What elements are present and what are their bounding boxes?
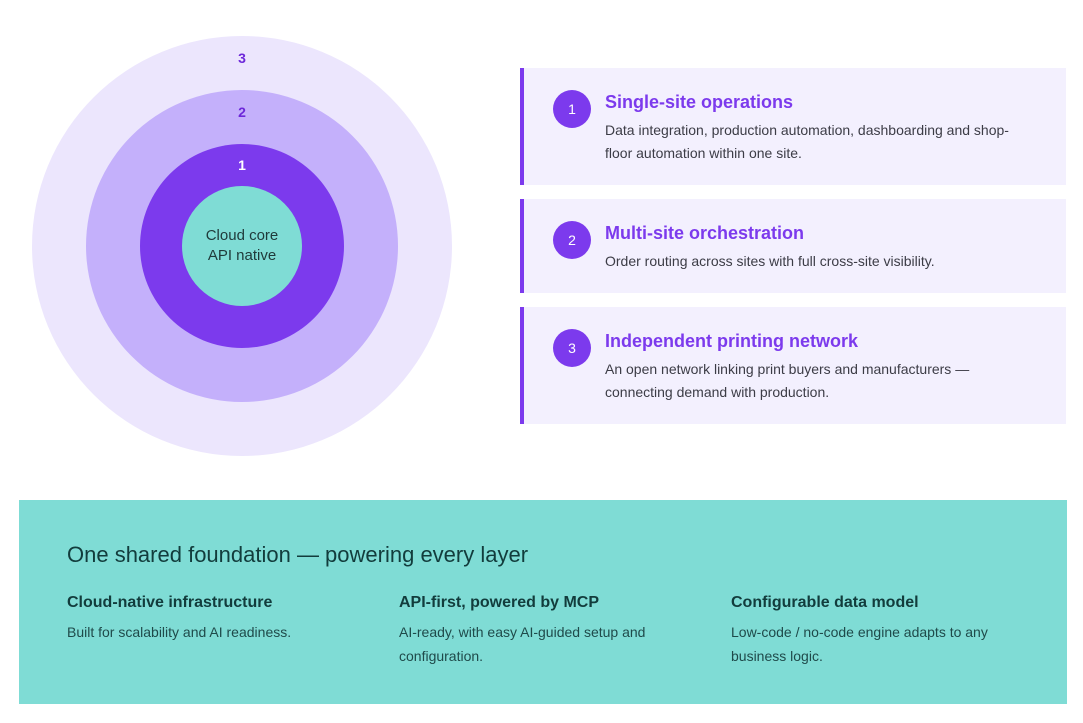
layer-card-single-site: 1 Single-site operations Data integratio… (520, 68, 1066, 185)
layer-card-multi-site: 2 Multi-site orchestration Order routing… (520, 199, 1066, 293)
pillar-cloud-native: Cloud-native infrastructure Built for sc… (67, 592, 357, 644)
ring-label-1: 1 (238, 157, 246, 173)
layer-title: Independent printing network (605, 331, 858, 351)
layer-number-badge: 2 (553, 221, 591, 259)
shared-foundation-panel: One shared foundation — powering every l… (19, 500, 1067, 704)
ring-label-2: 2 (238, 104, 246, 120)
layer-rings-diagram: Cloud core API native 3 2 1 (32, 36, 452, 456)
layer-title: Single-site operations (605, 92, 794, 112)
layer-description: Data integration, production automation,… (605, 122, 1009, 161)
ring-label-3: 3 (238, 50, 246, 66)
pillar-description: Built for scalability and AI readiness. (67, 624, 292, 640)
core-label-line-1: Cloud core (205, 227, 279, 244)
layer-card-printing-network: 3 Independent printing network An open n… (520, 307, 1066, 424)
pillar-title: Cloud-native infrastructure (67, 594, 273, 611)
layer-title: Multi-site orchestration (605, 223, 805, 243)
core-label-line-2: API native (207, 247, 277, 264)
layer-number-badge: 3 (553, 329, 591, 367)
pillar-description: Low-code / no-code engine adapts to any … (731, 624, 988, 664)
layer-number-badge: 1 (553, 90, 591, 128)
pillar-description: AI-ready, with easy AI-guided setup and … (399, 624, 646, 664)
layer-description: An open network linking print buyers and… (605, 361, 970, 400)
pillar-title: Configurable data model (731, 594, 919, 611)
pillar-api-first: API-first, powered by MCP AI-ready, with… (399, 592, 689, 668)
pillar-title: API-first, powered by MCP (399, 594, 600, 611)
layer-description: Order routing across sites with full cro… (605, 253, 935, 269)
foundation-title: One shared foundation — powering every l… (67, 542, 529, 567)
cloud-core: Cloud core API native (182, 186, 302, 306)
pillar-data-model: Configurable data model Low-code / no-co… (731, 592, 1021, 668)
